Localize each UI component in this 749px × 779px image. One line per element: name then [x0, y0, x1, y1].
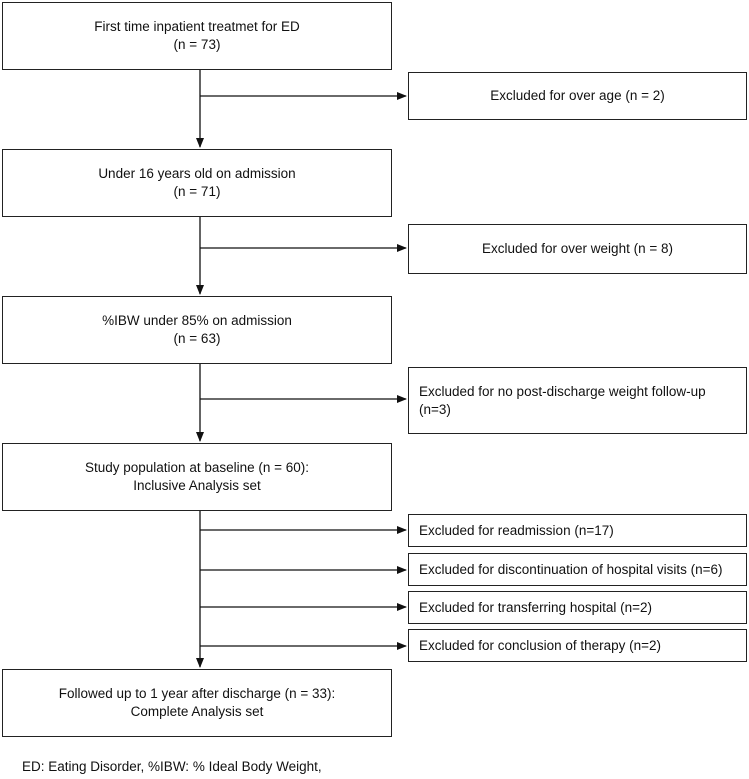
flow-step-4: Study population at baseline (n = 60): I…: [2, 443, 392, 511]
exclusion-2-text: Excluded for over weight (n = 8): [482, 241, 673, 256]
exclusion-box-3: Excluded for no post-discharge weight fo…: [408, 367, 747, 434]
exclusion-3-line2: (n=3): [419, 401, 451, 417]
flow-step-2: Under 16 years old on admission (n = 71): [2, 149, 392, 217]
exclusion-box-6: Excluded for transferring hospital (n=2): [408, 591, 747, 624]
flow-step-1-line1: First time inpatient treatmet for ED: [94, 19, 300, 34]
exclusion-box-5: Excluded for discontinuation of hospital…: [408, 553, 747, 586]
flow-step-1: First time inpatient treatmet for ED (n …: [2, 2, 392, 70]
exclusion-6-text: Excluded for transferring hospital (n=2): [419, 599, 652, 615]
exclusion-5-text: Excluded for discontinuation of hospital…: [419, 561, 723, 577]
flow-step-5: Followed up to 1 year after discharge (n…: [2, 669, 392, 737]
footnote: ED: Eating Disorder, %IBW: % Ideal Body …: [22, 759, 322, 774]
exclusion-box-7: Excluded for conclusion of therapy (n=2): [408, 629, 747, 662]
exclusion-box-1: Excluded for over age (n = 2): [408, 72, 747, 120]
flow-step-5-line2: Complete Analysis set: [130, 704, 264, 719]
flow-step-4-line1: Study population at baseline (n = 60):: [84, 460, 310, 475]
exclusion-4-text: Excluded for readmission (n=17): [419, 522, 614, 538]
flow-step-3: %IBW under 85% on admission (n = 63): [2, 296, 392, 364]
flow-step-2-line2: (n = 71): [173, 184, 221, 199]
exclusion-7-text: Excluded for conclusion of therapy (n=2): [419, 637, 662, 653]
flow-step-1-line2: (n = 73): [173, 37, 221, 52]
flow-step-2-line1: Under 16 years old on admission: [98, 166, 296, 181]
exclusion-1-text: Excluded for over age (n = 2): [490, 88, 665, 103]
flow-step-3-line1: %IBW under 85% on admission: [102, 313, 292, 328]
flow-step-3-line2: (n = 63): [173, 331, 221, 346]
flow-step-5-line1: Followed up to 1 year after discharge (n…: [58, 686, 336, 701]
flow-step-4-line2: Inclusive Analysis set: [133, 478, 261, 493]
exclusion-box-4: Excluded for readmission (n=17): [408, 514, 747, 547]
exclusion-3-line1: Excluded for no post-discharge weight fo…: [419, 383, 706, 399]
exclusion-box-2: Excluded for over weight (n = 8): [408, 224, 747, 274]
